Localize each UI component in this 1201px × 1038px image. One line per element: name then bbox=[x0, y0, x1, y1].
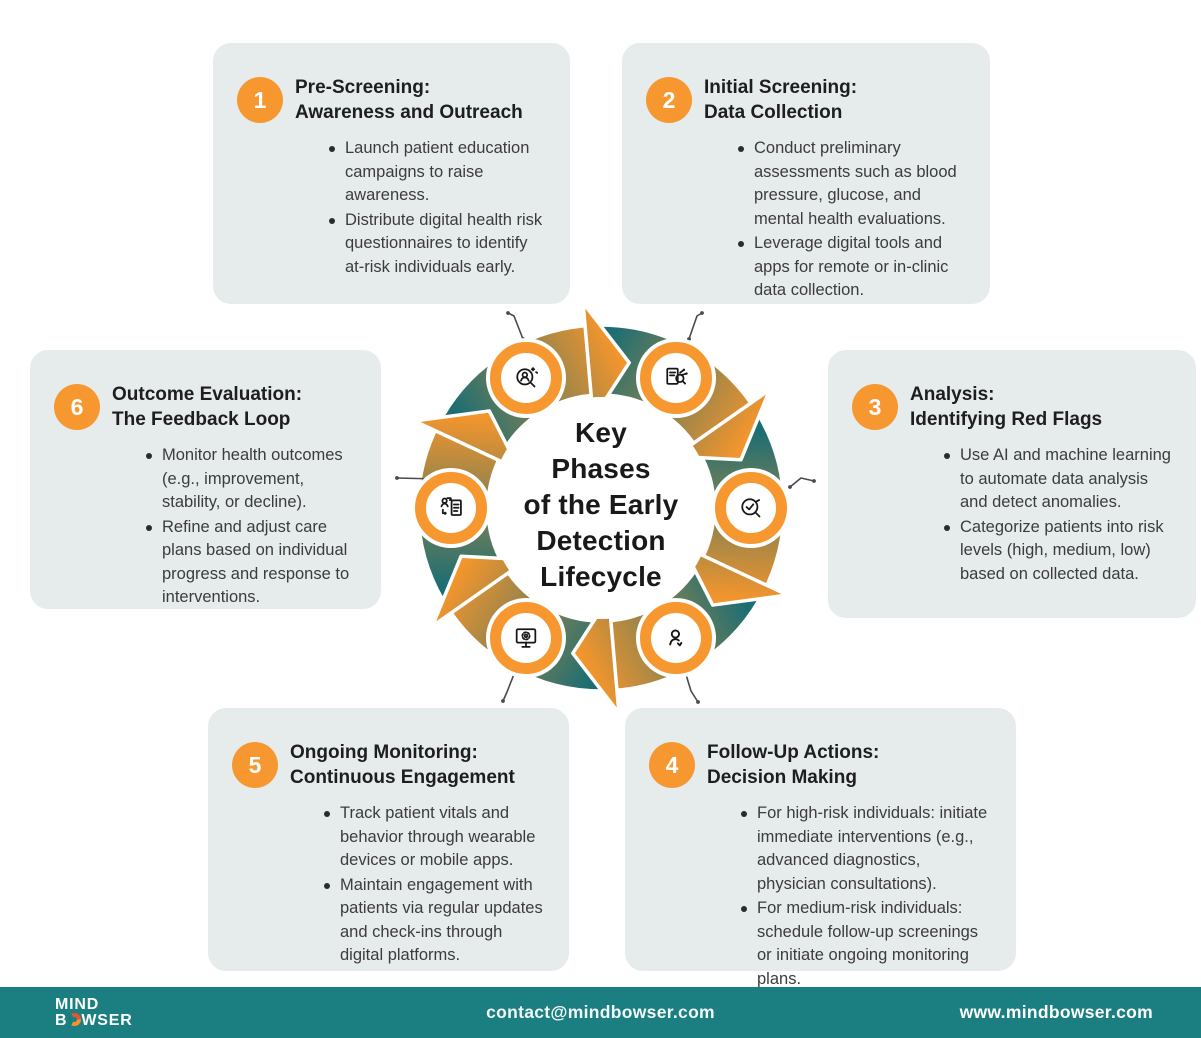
document-search-icon bbox=[640, 342, 712, 414]
phase-number-badge: 2 bbox=[646, 77, 692, 123]
bullet-item: For high-risk individuals: initiate imme… bbox=[741, 802, 992, 896]
phase-title: Ongoing Monitoring: Continuous Engagemen… bbox=[290, 742, 515, 788]
logo-o-mark-icon bbox=[67, 1013, 81, 1026]
phase-bullet-list: Track patient vitals and behavior throug… bbox=[232, 802, 545, 968]
bullet-item: Leverage digital tools and apps for remo… bbox=[738, 232, 966, 303]
phase-card-5: 5 Ongoing Monitoring: Continuous Engagem… bbox=[208, 708, 569, 971]
phase-number-badge: 6 bbox=[54, 384, 100, 430]
phase-card-3: 3 Analysis: Identifying Red Flags Use AI… bbox=[828, 350, 1196, 618]
mindbowser-logo: MIND B WSER bbox=[55, 996, 133, 1029]
phase-card-6: 6 Outcome Evaluation: The Feedback Loop … bbox=[30, 350, 381, 609]
logo-line-mind: MIND bbox=[55, 996, 100, 1013]
magnifier-check-icon bbox=[715, 472, 787, 544]
bullet-item: Track patient vitals and behavior throug… bbox=[324, 802, 545, 873]
phase-number-badge: 4 bbox=[649, 742, 695, 788]
phase-title: Outcome Evaluation: The Feedback Loop bbox=[112, 384, 303, 430]
phase-card-header: 6 Outcome Evaluation: The Feedback Loop bbox=[54, 382, 357, 432]
phase-card-header: 1 Pre-Screening: Awareness and Outreach bbox=[237, 75, 546, 125]
bullet-item: Refine and adjust care plans based on in… bbox=[146, 516, 357, 610]
website-link[interactable]: www.mindbowser.com bbox=[959, 1002, 1153, 1022]
bullet-item: Conduct preliminary assessments such as … bbox=[738, 137, 966, 231]
phase-bullet-list: Conduct preliminary assessments such as … bbox=[646, 137, 966, 303]
logo-letters-wser: WSER bbox=[81, 1012, 133, 1029]
phase-bullet-list: Monitor health outcomes (e.g., improveme… bbox=[54, 444, 357, 610]
ring-arrow-segments bbox=[371, 278, 831, 738]
phase-card-2: 2 Initial Screening: Data Collection Con… bbox=[622, 43, 990, 304]
phase-card-header: 2 Initial Screening: Data Collection bbox=[646, 75, 966, 125]
phase-card-header: 5 Ongoing Monitoring: Continuous Engagem… bbox=[232, 740, 545, 790]
phase-title: Initial Screening: Data Collection bbox=[704, 77, 858, 123]
contact-email-link[interactable]: contact@mindbowser.com bbox=[486, 1002, 715, 1022]
bullet-item: Monitor health outcomes (e.g., improveme… bbox=[146, 444, 357, 515]
phase-bullet-list: Launch patient education campaigns to ra… bbox=[237, 137, 546, 279]
bullet-item: Use AI and machine learning to automate … bbox=[944, 444, 1172, 515]
phase-title: Analysis: Identifying Red Flags bbox=[910, 384, 1103, 430]
phase-number-badge: 5 bbox=[232, 742, 278, 788]
phase-bullet-list: For high-risk individuals: initiate imme… bbox=[649, 802, 992, 991]
bullet-item: Categorize patients into risk levels (hi… bbox=[944, 516, 1172, 587]
phase-title: Follow-Up Actions: Decision Making bbox=[707, 742, 880, 788]
person-check-icon bbox=[640, 602, 712, 674]
phase-number-badge: 3 bbox=[852, 384, 898, 430]
person-search-icon bbox=[490, 342, 562, 414]
phase-card-header: 4 Follow-Up Actions: Decision Making bbox=[649, 740, 992, 790]
clipboard-person-icon bbox=[415, 472, 487, 544]
phase-card-4: 4 Follow-Up Actions: Decision Making For… bbox=[625, 708, 1016, 988]
phase-card-header: 3 Analysis: Identifying Red Flags bbox=[852, 382, 1172, 432]
footer-bar: MIND B WSER contact@mindbowser.com www.mi… bbox=[0, 987, 1201, 1038]
phase-card-1: 1 Pre-Screening: Awareness and Outreach … bbox=[213, 43, 570, 304]
logo-letter-b: B bbox=[55, 1012, 68, 1029]
bullet-item: Maintain engagement with patients via re… bbox=[324, 874, 545, 968]
phase-number-badge: 1 bbox=[237, 77, 283, 123]
diagram-title: Key Phases of the Early Detection Lifecy… bbox=[523, 417, 679, 592]
phase-bullet-list: Use AI and machine learning to automate … bbox=[852, 444, 1172, 586]
monitor-gear-icon bbox=[490, 602, 562, 674]
bullet-item: For medium-risk individuals: schedule fo… bbox=[741, 897, 992, 991]
cycle-ring bbox=[371, 278, 831, 738]
bullet-item: Launch patient education campaigns to ra… bbox=[329, 137, 546, 208]
bullet-item: Distribute digital health risk questionn… bbox=[329, 209, 546, 280]
ring-center-disc bbox=[490, 397, 712, 619]
phase-title: Pre-Screening: Awareness and Outreach bbox=[295, 77, 523, 123]
